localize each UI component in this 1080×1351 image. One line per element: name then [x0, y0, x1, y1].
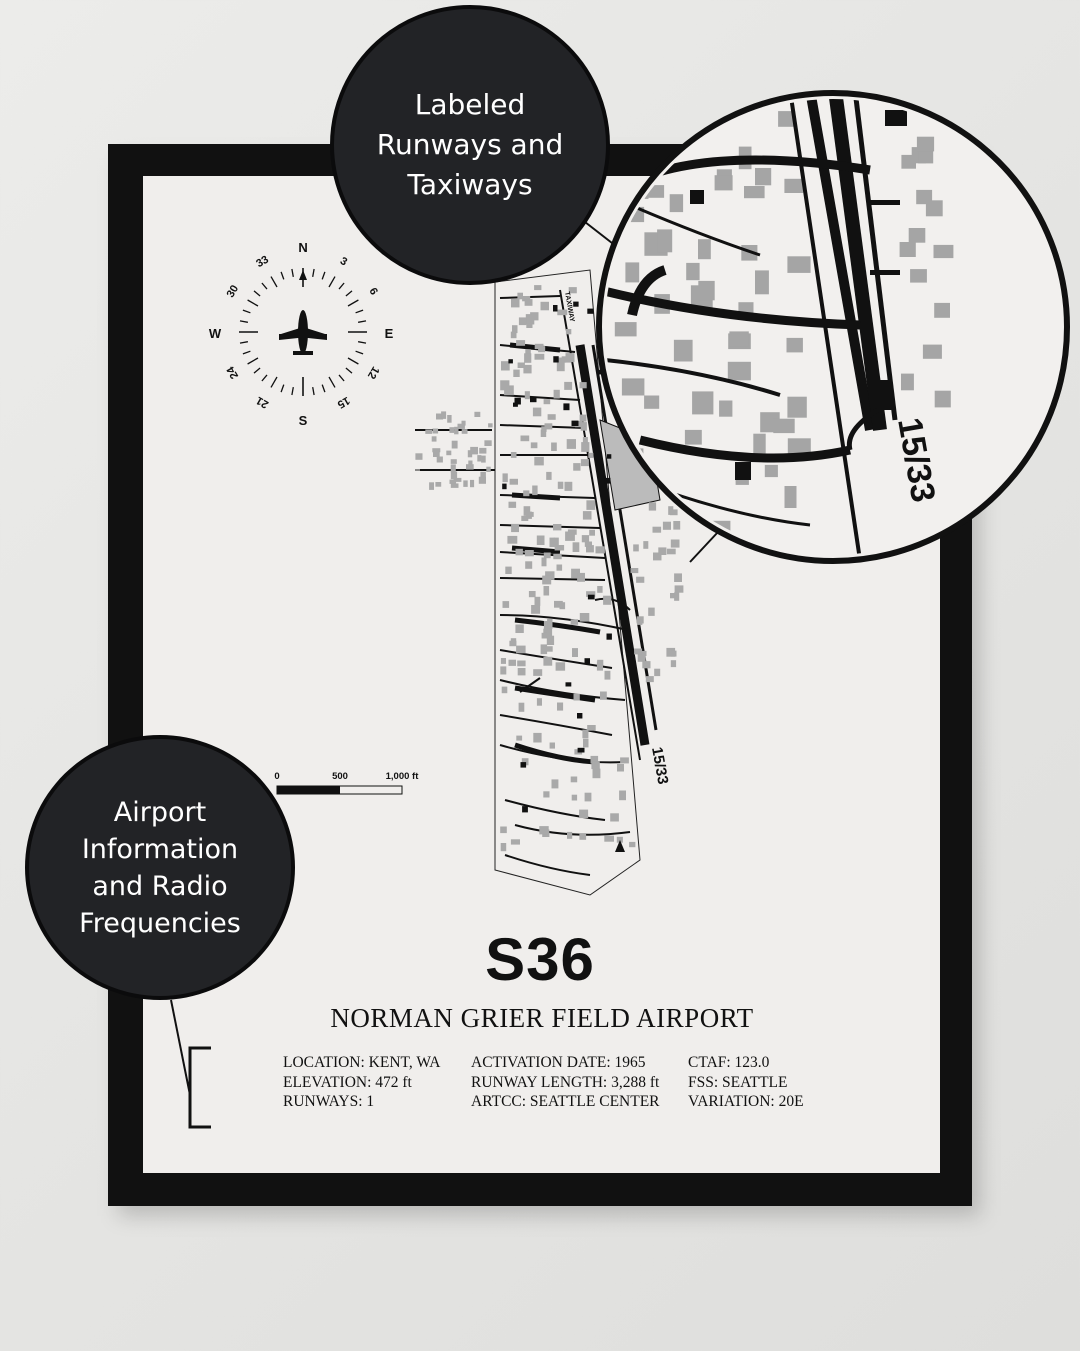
compass-heading-6: 6: [366, 286, 379, 297]
info-column-2: ACTIVATION DATE: 1965 RUNWAY LENGTH: 3,2…: [471, 1053, 660, 1112]
compass-heading-33: 33: [254, 254, 271, 271]
airplane-icon: [279, 310, 327, 355]
callout-info-line-1: Airport: [113, 796, 207, 828]
callout-runways: Labeled Runways and Taxiways: [330, 5, 610, 285]
compass-east: E: [385, 326, 394, 341]
info-fss: FSS: SEATTLE: [688, 1073, 788, 1091]
info-elevation: ELEVATION: 472 ft: [283, 1073, 412, 1091]
scale-label-0: 0: [274, 771, 279, 782]
callout-runways-line-1: Labeled: [414, 88, 526, 121]
scale-bar: 0 500 1,000 ft: [274, 771, 420, 795]
runway-label: 15/33: [648, 746, 671, 786]
compass-heading-12: 12: [365, 364, 382, 381]
compass-heading-15: 15: [335, 394, 352, 411]
callout-info-line-2: Information: [81, 833, 239, 865]
compass-south: S: [299, 413, 308, 428]
compass-north: N: [298, 240, 307, 255]
runway: [575, 344, 650, 746]
callout-info-line-3: and Radio: [92, 870, 228, 902]
callout-runways-line-3: Taxiways: [407, 168, 533, 201]
info-ctaf: CTAF: 123.0: [688, 1054, 770, 1071]
scale-label-1000: 1,000 ft: [386, 771, 420, 782]
callout-runways-line-2: Runways and: [376, 128, 564, 161]
airport-code: S36: [485, 926, 595, 993]
info-column-3: CTAF: 123.0 FSS: SEATTLE VARIATION: 20E: [688, 1053, 804, 1112]
scale-label-500: 500: [332, 771, 348, 782]
compass-rose: N S E W 3 6 12 15 21 24 30 33: [209, 240, 394, 428]
info-runways: RUNWAYS: 1: [283, 1093, 375, 1110]
compass-heading-24: 24: [224, 363, 241, 380]
airport-name: NORMAN GRIER FIELD AIRPORT: [330, 1003, 754, 1033]
compass-heading-21: 21: [254, 394, 271, 411]
info-column-1: LOCATION: KENT, WA ELEVATION: 472 ft RUN…: [283, 1053, 440, 1112]
callout-info-line-4: Frequencies: [79, 907, 241, 939]
north-arrow-icon: [299, 270, 307, 280]
info-runway-length: RUNWAY LENGTH: 3,288 ft: [471, 1073, 660, 1091]
info-location: LOCATION: KENT, WA: [283, 1054, 441, 1071]
info-artcc: ARTCC: SEATTLE CENTER: [471, 1093, 660, 1110]
info-activation-date: ACTIVATION DATE: 1965: [471, 1054, 646, 1071]
airport-layout: TAXIWAY 15/33: [415, 269, 684, 896]
callout-airport-info: Airport Information and Radio Frequencie…: [25, 735, 295, 1000]
zoom-magnifier: 15/33: [596, 90, 1070, 564]
compass-heading-3: 3: [338, 255, 349, 268]
compass-west: W: [209, 326, 222, 341]
info-variation: VARIATION: 20E: [688, 1093, 804, 1110]
compass-heading-30: 30: [225, 283, 242, 300]
